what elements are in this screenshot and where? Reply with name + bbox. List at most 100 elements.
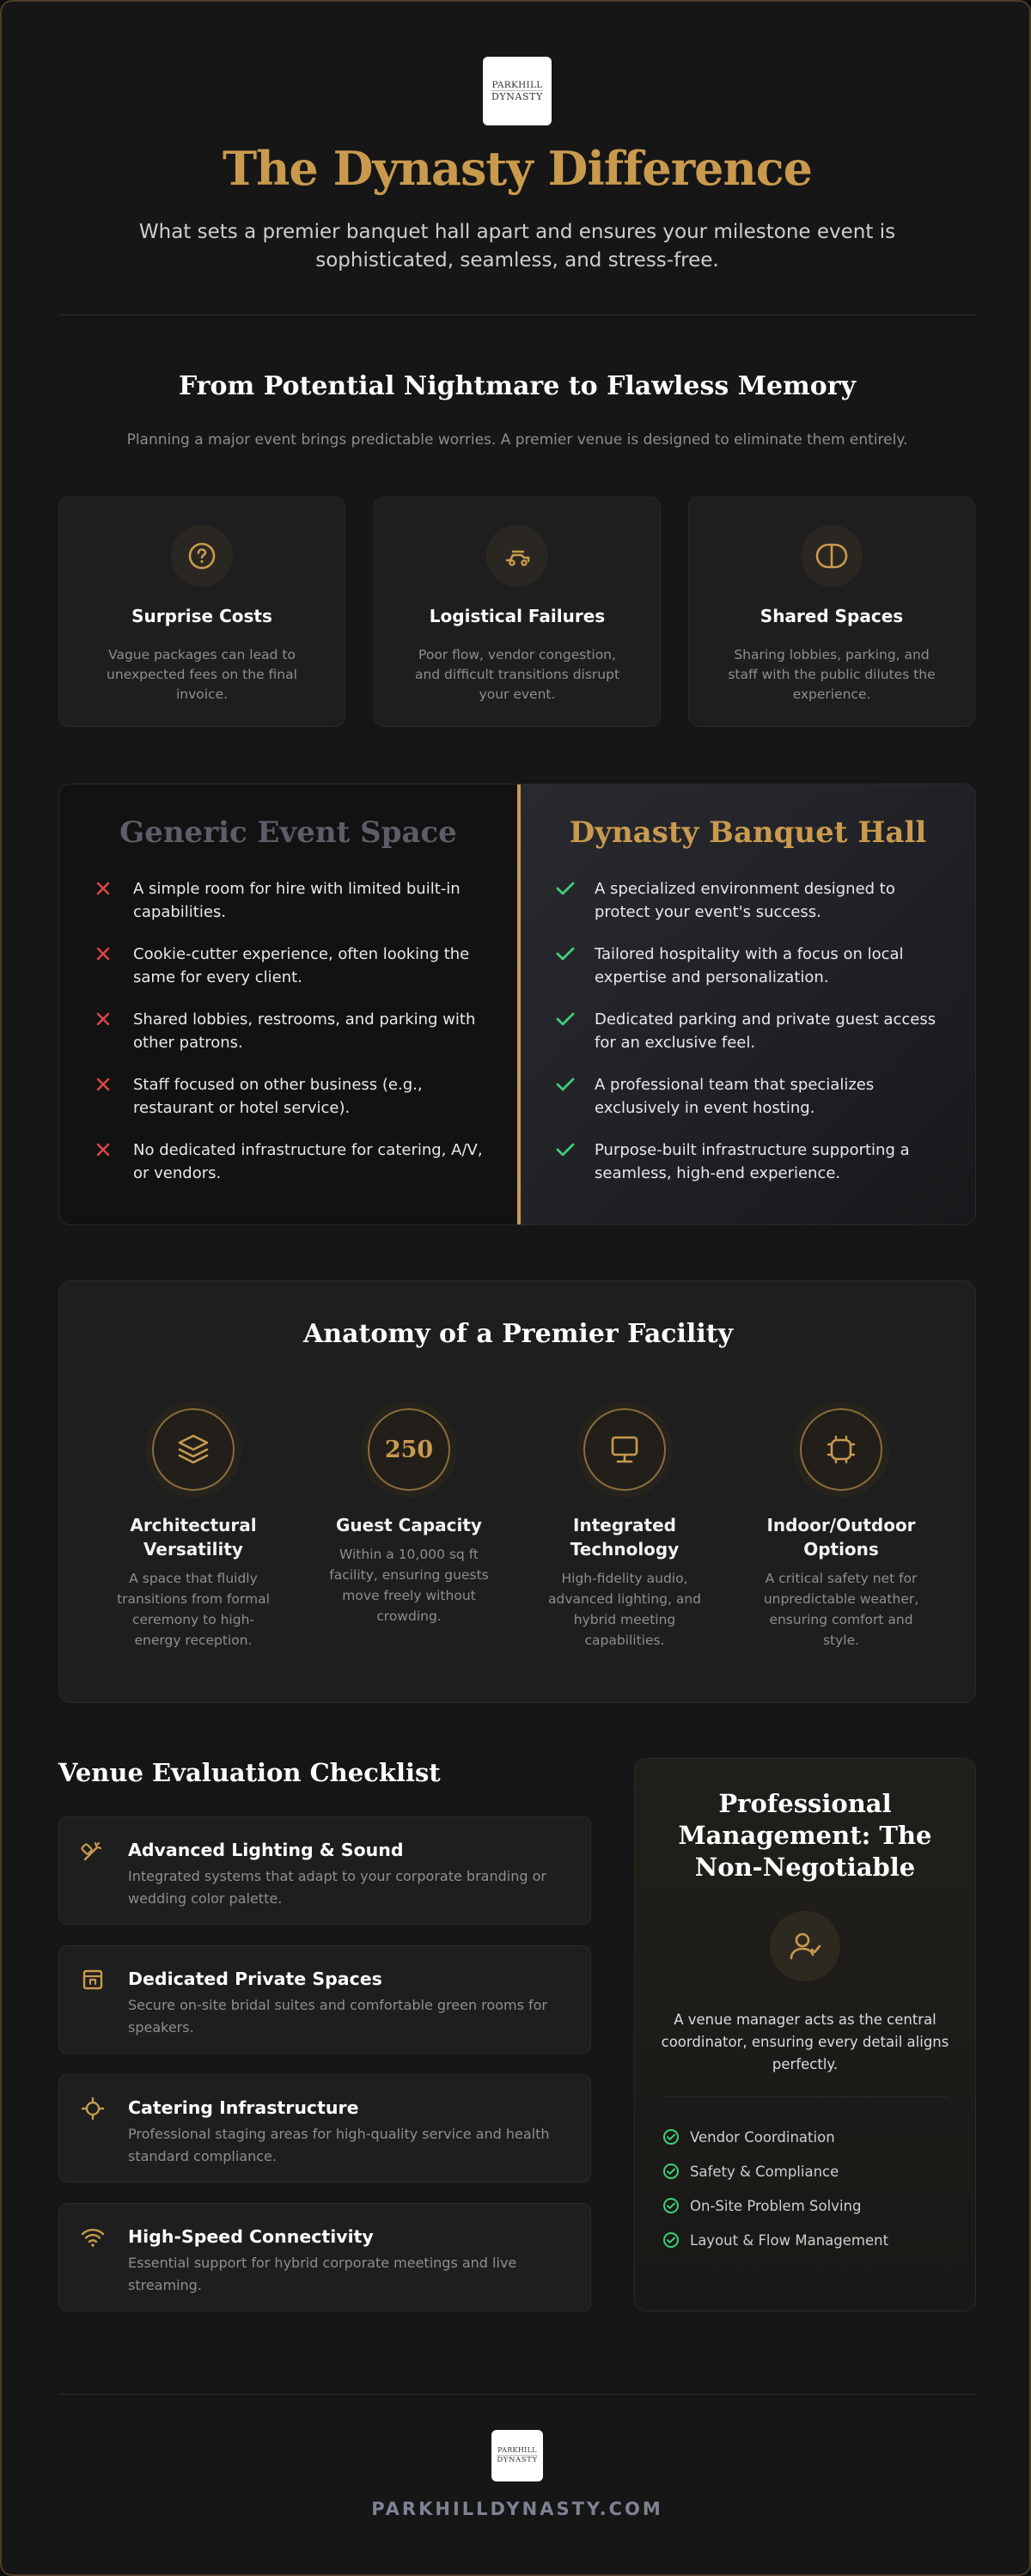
problem-text: Poor flow, vendor congestion, and diffic…: [414, 647, 620, 702]
checklist-item-lighting-sound: Advanced Lighting & Sound Integrated sys…: [58, 1816, 591, 1925]
comparison-item-text: No dedicated infrastructure for catering…: [133, 1141, 483, 1182]
checklist-item-connectivity: High-Speed Connectivity Essential suppor…: [58, 2203, 591, 2311]
check-circle-icon: [662, 2163, 690, 2180]
problem-card-logistical-failures: Logistical Failures Poor flow, vendor co…: [374, 497, 661, 727]
generic-venue-list: A simple room for hire with limited buil…: [94, 877, 489, 1204]
website-link[interactable]: PARKHILLDYNASTY.COM: [371, 2499, 663, 2519]
checklist-item-title: Catering Infrastructure: [128, 2097, 359, 2118]
dynasty-venue-item: Tailored hospitality with a focus on loc…: [555, 943, 950, 1008]
brand-logo: PARKHILL DYNASTY: [483, 57, 552, 125]
feature-text: A critical safety net for unpredictable …: [763, 1571, 919, 1648]
dynasty-venue-item: A specialized environment designed to pr…: [555, 877, 950, 943]
check-icon: [555, 943, 595, 1008]
dynasty-venue-item: Dedicated parking and private guest acce…: [555, 1008, 950, 1073]
layers-icon: [152, 1408, 235, 1491]
page-subtitle: What sets a premier banquet hall apart a…: [138, 221, 896, 272]
management-item: On-Site Problem Solving: [662, 2188, 975, 2223]
feature-guest-capacity: 250 Guest Capacity Within a 10,000 sq ft…: [323, 1401, 495, 1627]
feature-indoor-outdoor: Indoor/Outdoor Options A critical safety…: [755, 1401, 927, 1651]
dynasty-venue-item: Purpose-built infrastructure supporting …: [555, 1138, 950, 1204]
dynasty-venue-list: A specialized environment designed to pr…: [555, 877, 950, 1204]
lighting-wand-icon: [80, 1838, 106, 1867]
check-icon: [555, 1008, 595, 1073]
footer-divider: [58, 2394, 976, 2395]
cross-icon: [94, 943, 133, 1008]
monitor-icon: [583, 1408, 666, 1491]
management-item-label: Vendor Coordination: [690, 2128, 835, 2146]
check-circle-icon: [662, 2128, 690, 2146]
capacity-number: 250: [368, 1408, 450, 1491]
feature-title: Guest Capacity: [336, 1515, 482, 1535]
feature-title: Indoor/Outdoor Options: [766, 1515, 916, 1560]
comparison-item-text: Dedicated parking and private guest acce…: [595, 1010, 936, 1052]
feature-text: A space that fluidly transitions from fo…: [117, 1571, 270, 1648]
management-title: Professional Management: The Non-Negotia…: [678, 1789, 932, 1882]
checklist-item-catering: Catering Infrastructure Professional sta…: [58, 2074, 591, 2182]
feature-title: Architectural Versatility: [130, 1515, 257, 1560]
generic-venue-item: No dedicated infrastructure for catering…: [94, 1138, 489, 1204]
check-icon: [555, 1073, 595, 1138]
problem-card-surprise-costs: Surprise Costs Vague packages can lead t…: [58, 497, 345, 727]
management-item-label: On-Site Problem Solving: [690, 2197, 862, 2214]
comparison-panel: Generic Event Space A simple room for hi…: [58, 784, 976, 1225]
generic-venue-item: Shared lobbies, restrooms, and parking w…: [94, 1008, 489, 1073]
checklist-item-text: Integrated systems that adapt to your co…: [128, 1868, 546, 1907]
feature-text: High-fidelity audio, advanced lighting, …: [548, 1571, 701, 1648]
comparison-item-text: A professional team that specializes exc…: [595, 1076, 875, 1117]
check-icon: [555, 1138, 595, 1204]
problem-text: Sharing lobbies, parking, and staff with…: [728, 647, 936, 702]
dynasty-venue-title: Dynasty Banquet Hall: [569, 815, 927, 850]
check-icon: [555, 877, 595, 943]
anatomy-title: Anatomy of a Premier Facility: [302, 1319, 734, 1349]
user-check-icon: [770, 1911, 840, 1981]
dynasty-venue-item: A professional team that specializes exc…: [555, 1073, 950, 1138]
problems-intro: Planning a major event brings predictabl…: [126, 431, 908, 449]
anatomy-panel: Anatomy of a Premier Facility Architectu…: [58, 1280, 976, 1703]
comparison-item-text: Shared lobbies, restrooms, and parking w…: [133, 1010, 476, 1052]
problem-title: Surprise Costs: [131, 606, 272, 626]
check-circle-icon: [662, 2197, 690, 2214]
generic-venue-title: Generic Event Space: [119, 815, 457, 850]
checklist-item-text: Essential support for hybrid corporate m…: [128, 2255, 517, 2293]
comparison-item-text: Purpose-built infrastructure supporting …: [595, 1141, 910, 1182]
feature-integrated-technology: Integrated Technology High-fidelity audi…: [539, 1401, 711, 1651]
comparison-item-text: Tailored hospitality with a focus on loc…: [595, 945, 904, 986]
management-item-label: Safety & Compliance: [690, 2163, 839, 2180]
management-text: A venue manager acts as the central coor…: [661, 2011, 949, 2072]
problem-card-shared-spaces: Shared Spaces Sharing lobbies, parking, …: [688, 497, 975, 727]
problem-title: Shared Spaces: [760, 606, 904, 626]
comparison-item-text: Cookie-cutter experience, often looking …: [133, 945, 470, 986]
cross-icon: [94, 1073, 133, 1138]
checklist-item-text: Professional staging areas for high-qual…: [128, 2126, 550, 2164]
generic-venue-item: Cookie-cutter experience, often looking …: [94, 943, 489, 1008]
management-item: Vendor Coordination: [662, 2120, 975, 2154]
problem-title: Logistical Failures: [429, 606, 606, 626]
generic-venue-item: Staff focused on other business (e.g., r…: [94, 1073, 489, 1138]
footer-logo: PARKHILL DYNASTY: [491, 2430, 543, 2481]
feature-title: Integrated Technology: [570, 1515, 680, 1560]
checklist-item-private-spaces: Dedicated Private Spaces Secure on-site …: [58, 1945, 591, 2054]
checklist-item-text: Secure on-site bridal suites and comfort…: [128, 1997, 547, 2036]
cross-icon: [94, 877, 133, 943]
management-item: Safety & Compliance: [662, 2154, 975, 2188]
management-item: Layout & Flow Management: [662, 2223, 975, 2257]
feature-architectural-versatility: Architectural Versatility A space that f…: [107, 1401, 279, 1651]
divider: [58, 314, 976, 315]
comparison-item-text: A simple room for hire with limited buil…: [133, 880, 461, 921]
generic-venue-column: Generic Event Space A simple room for hi…: [59, 784, 517, 1224]
comparison-item-text: A specialized environment designed to pr…: [595, 880, 895, 921]
feature-text: Within a 10,000 sq ft facility, ensuring…: [329, 1547, 489, 1624]
page-title: The Dynasty Difference: [222, 141, 813, 196]
private-room-icon: [80, 1967, 106, 1996]
question-coin-icon: [171, 525, 233, 587]
wifi-icon: [80, 2225, 106, 2254]
split-space-icon: [801, 525, 863, 587]
checklist-item-title: Dedicated Private Spaces: [128, 1969, 382, 1989]
comparison-item-text: Staff focused on other business (e.g., r…: [133, 1076, 423, 1117]
check-circle-icon: [662, 2231, 690, 2249]
management-panel: Professional Management: The Non-Negotia…: [634, 1758, 976, 2311]
generic-venue-item: A simple room for hire with limited buil…: [94, 877, 489, 943]
cross-icon: [94, 1008, 133, 1073]
indoor-outdoor-icon: [800, 1408, 882, 1491]
